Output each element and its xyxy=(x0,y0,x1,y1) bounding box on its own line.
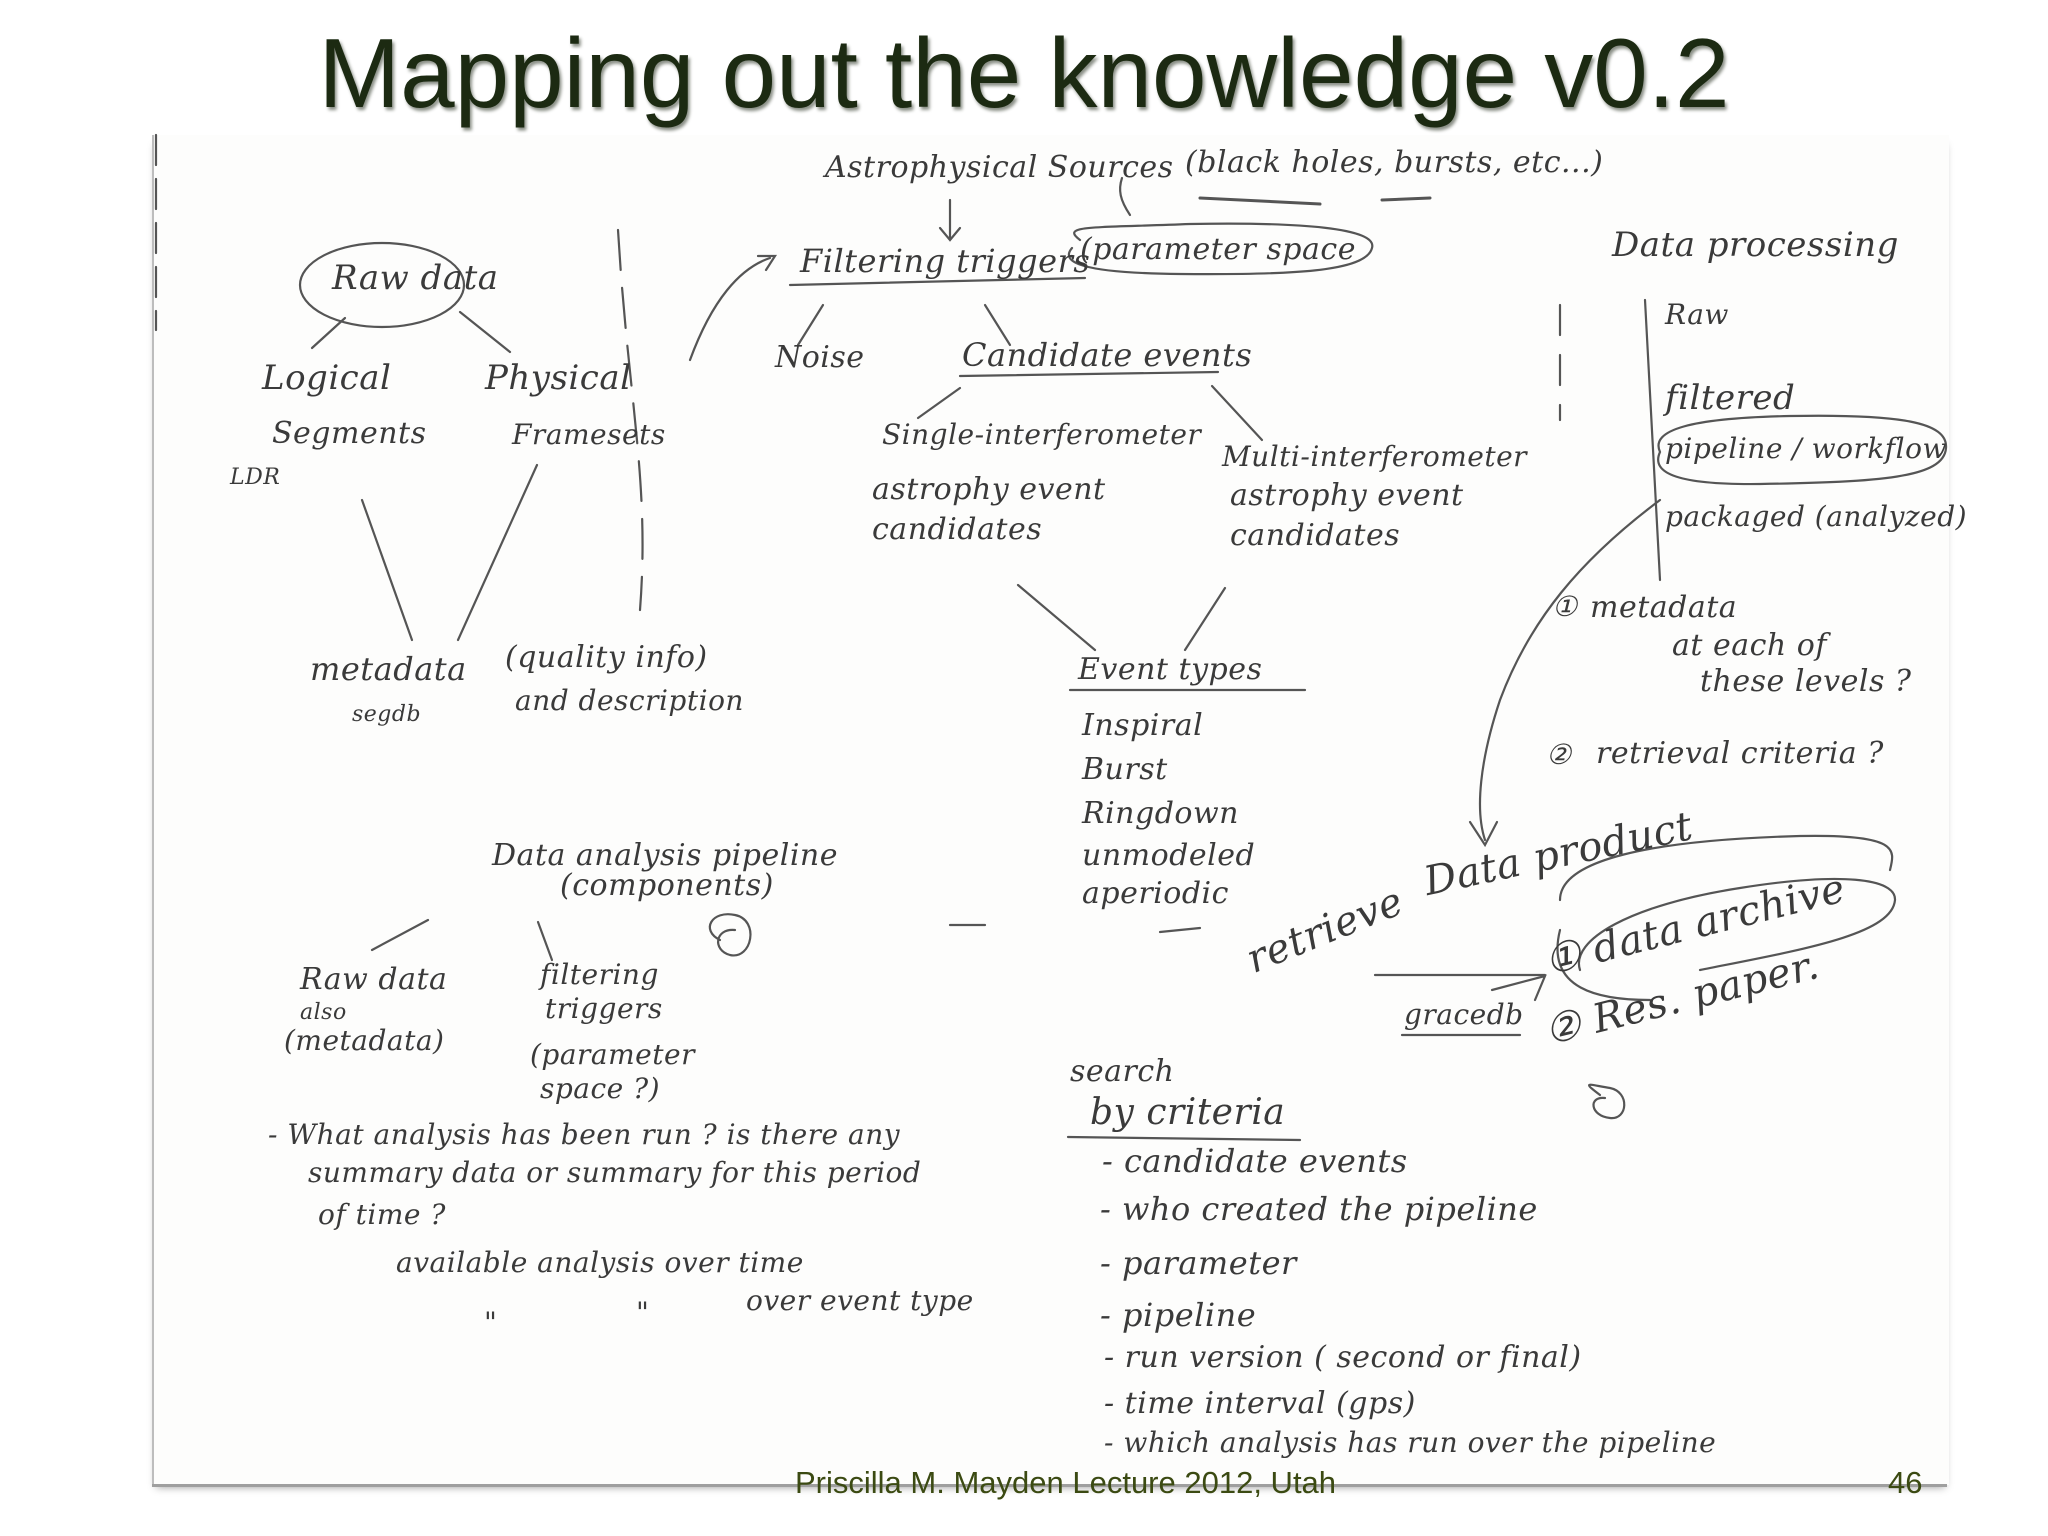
search-label: search xyxy=(1070,1054,1175,1089)
filtering-2-label: filtering xyxy=(540,958,659,991)
criteria-item: - who created the pipeline xyxy=(1100,1190,1538,1228)
astro-sources-label: Astrophysical Sources xyxy=(825,150,1174,185)
page-number: 46 xyxy=(1888,1465,1923,1500)
parameter-2-label: (parameter xyxy=(530,1038,695,1071)
analysis-question: of time ? xyxy=(318,1198,446,1231)
multi-candidates-label: candidates xyxy=(1230,518,1401,553)
pipeline-title: Data analysis pipeline xyxy=(492,838,838,873)
ditto-mark: " xyxy=(636,1296,650,1329)
processing-level: pipeline / workflow xyxy=(1665,432,1947,465)
metadata-question: at each of xyxy=(1672,628,1827,663)
event-types-label: Event types xyxy=(1078,652,1263,687)
single-interferometer-label: Single-interferometer xyxy=(882,418,1202,451)
candidate-events-label: Candidate events xyxy=(962,336,1253,374)
event-type-item: aperiodic xyxy=(1082,876,1229,911)
event-type-item: Inspiral xyxy=(1082,708,1204,743)
filtering-triggers-label: Filtering triggers xyxy=(800,242,1091,280)
data-processing-label: Data processing xyxy=(1612,225,1899,265)
segments-label: Segments xyxy=(272,416,427,451)
multi-interferometer-label: Multi-interferometer xyxy=(1222,440,1528,473)
raw-data-2-label: Raw data xyxy=(300,962,448,997)
physical-label: Physical xyxy=(485,358,632,398)
analysis-question: summary data or summary for this period xyxy=(308,1156,922,1189)
segdb-label: segdb xyxy=(352,702,422,727)
quality-info-label: (quality info) xyxy=(505,640,708,675)
criteria-item: - run version ( second or final) xyxy=(1104,1340,1582,1375)
single-candidates-label: candidates xyxy=(872,512,1043,547)
space-2-label: space ?) xyxy=(540,1072,661,1105)
criteria-item: - candidate events xyxy=(1102,1142,1408,1180)
single-astrophy-label: astrophy event xyxy=(872,472,1106,507)
circled-number-2: ② xyxy=(1546,738,1572,771)
page-title: Mapping out the knowledge v0.2 xyxy=(318,18,1730,128)
criteria-item: - time interval (gps) xyxy=(1104,1386,1416,1421)
ldr-label: LDR xyxy=(230,465,281,490)
circled-number-1: ① xyxy=(1552,590,1578,623)
gracedb-label: gracedb xyxy=(1404,998,1524,1031)
criteria-item: - parameter xyxy=(1100,1244,1297,1282)
analysis-question: available analysis over time xyxy=(396,1246,804,1279)
metadata-2-label: (metadata) xyxy=(284,1024,445,1057)
processing-level: Raw xyxy=(1665,298,1729,331)
footer-text: Priscilla M. Mayden Lecture 2012, Utah xyxy=(795,1465,1337,1500)
sheet-shadow xyxy=(152,1484,1947,1487)
multi-astrophy-label: astrophy event xyxy=(1230,478,1464,513)
triggers-2-label: triggers xyxy=(545,992,663,1025)
by-criteria-label: by criteria xyxy=(1090,1092,1286,1133)
framesets-label: Framesets xyxy=(512,418,666,451)
raw-data-label: Raw data xyxy=(332,258,499,298)
analysis-question: over event type xyxy=(746,1284,974,1317)
criteria-item: - pipeline xyxy=(1100,1296,1257,1334)
processing-level: filtered xyxy=(1665,378,1796,418)
pipeline-components: (components) xyxy=(560,868,774,903)
logical-label: Logical xyxy=(262,358,392,398)
event-type-item: unmodeled xyxy=(1082,838,1256,873)
event-type-item: Burst xyxy=(1082,752,1168,787)
event-type-item: Ringdown xyxy=(1082,796,1239,831)
noise-label: Noise xyxy=(775,340,865,375)
criteria-item: - which analysis has run over the pipeli… xyxy=(1104,1426,1717,1459)
metadata-label: metadata xyxy=(310,650,467,688)
and-description-label: and description xyxy=(515,684,744,717)
processing-level: packaged (analyzed) xyxy=(1665,500,1968,533)
astro-examples-label: (black holes, bursts, etc...) xyxy=(1185,145,1604,180)
metadata-question: these levels ? xyxy=(1700,664,1912,699)
retrieval-criteria-question: retrieval criteria ? xyxy=(1596,736,1884,771)
also-label: also xyxy=(300,1000,347,1025)
parameter-space-label: (parameter space xyxy=(1080,232,1356,267)
analysis-question: - What analysis has been run ? is there … xyxy=(268,1118,901,1151)
scanned-sketch-sheet xyxy=(152,135,1949,1485)
metadata-question: metadata xyxy=(1590,590,1738,625)
ditto-mark: " xyxy=(484,1306,498,1339)
